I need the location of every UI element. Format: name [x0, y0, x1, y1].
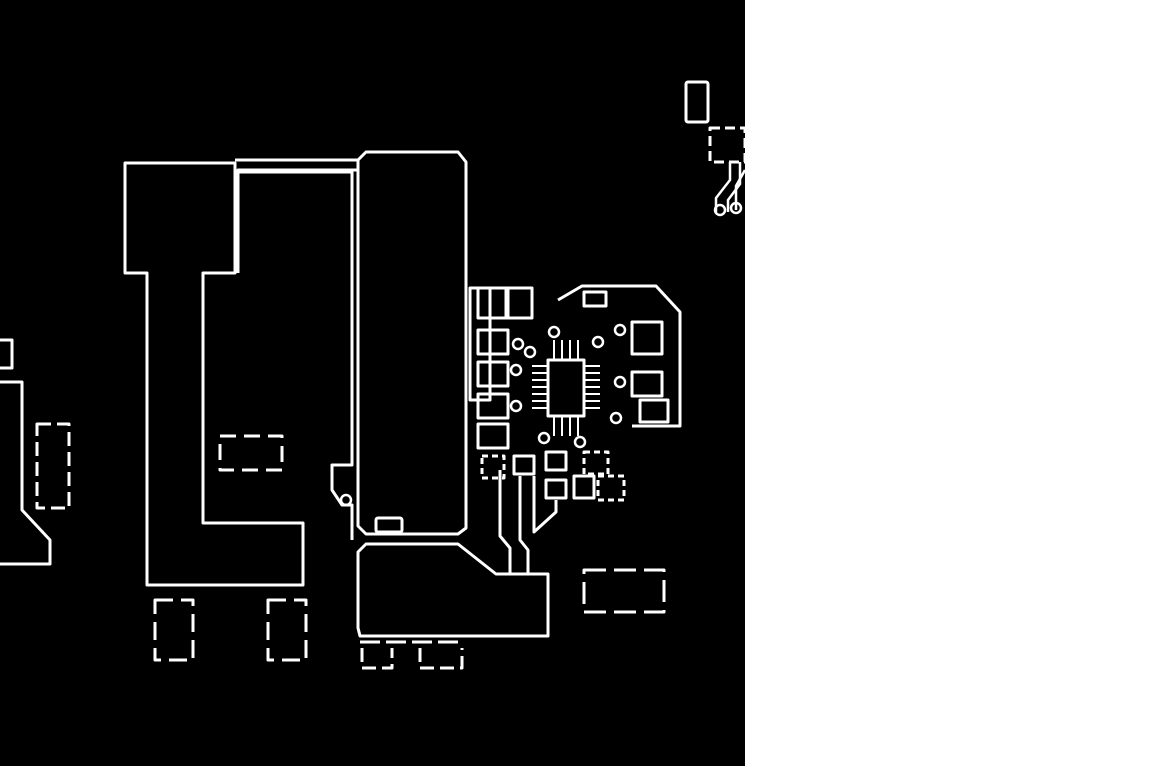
rectangular-pads	[572, 474, 596, 500]
via	[523, 345, 537, 359]
via	[339, 493, 353, 507]
rectangular-pads	[544, 478, 568, 500]
via	[613, 375, 627, 389]
rectangular-pads	[544, 450, 568, 472]
dashed-component-pads	[582, 568, 666, 614]
small-pad	[374, 516, 404, 534]
via	[537, 431, 551, 445]
via	[547, 325, 561, 339]
parallel-traces-to-bottom-pour	[532, 476, 558, 534]
dashed-component-pads	[480, 454, 506, 480]
bottom-pour	[356, 542, 550, 638]
fanout-trace	[714, 162, 732, 212]
inner-strip-pour	[238, 170, 354, 540]
ic-right-region	[557, 284, 682, 428]
dashed-component-pads	[266, 598, 308, 662]
dashed-component-pads	[218, 434, 284, 472]
via	[591, 335, 605, 349]
left-edge-pour	[0, 380, 52, 566]
board-background	[0, 0, 745, 766]
dashed-component-pads	[35, 422, 71, 510]
tall-center-pour	[356, 150, 468, 536]
rectangular-pads	[630, 370, 664, 398]
rectangular-pads	[582, 290, 608, 308]
left-edge-pour	[0, 338, 14, 370]
via	[609, 411, 623, 425]
rectangular-pads	[630, 320, 664, 356]
qfn-pins	[532, 340, 600, 436]
dashed-component-pads	[596, 474, 626, 502]
via	[613, 323, 627, 337]
rectangular-pads	[684, 80, 710, 124]
fanout-trace	[734, 169, 747, 210]
rectangular-pads	[476, 286, 510, 320]
rectangular-pads	[476, 328, 510, 356]
fanout-traces-top-right	[714, 162, 747, 212]
dashed-component-pads	[582, 450, 610, 476]
fanout-trace	[726, 162, 742, 212]
rectangular-pads	[476, 360, 510, 388]
via	[573, 435, 587, 449]
rectangular-pads	[476, 392, 510, 420]
bottom-pour-pads	[360, 648, 464, 670]
copper-outlines	[0, 80, 747, 670]
via	[511, 337, 525, 351]
blank-area	[745, 0, 1152, 766]
via	[509, 399, 523, 413]
rectangular-pads	[504, 286, 534, 320]
parallel-traces-to-bottom-pour	[498, 470, 512, 574]
rectangular-pads	[638, 398, 670, 424]
parallel-traces-to-bottom-pour	[518, 476, 530, 574]
left-t-pour	[123, 161, 305, 587]
via	[509, 363, 523, 377]
rectangular-pads	[476, 422, 510, 450]
dashed-component-pads	[153, 598, 195, 662]
dashed-component-pads	[708, 126, 747, 164]
rectangular-pads	[512, 454, 536, 476]
